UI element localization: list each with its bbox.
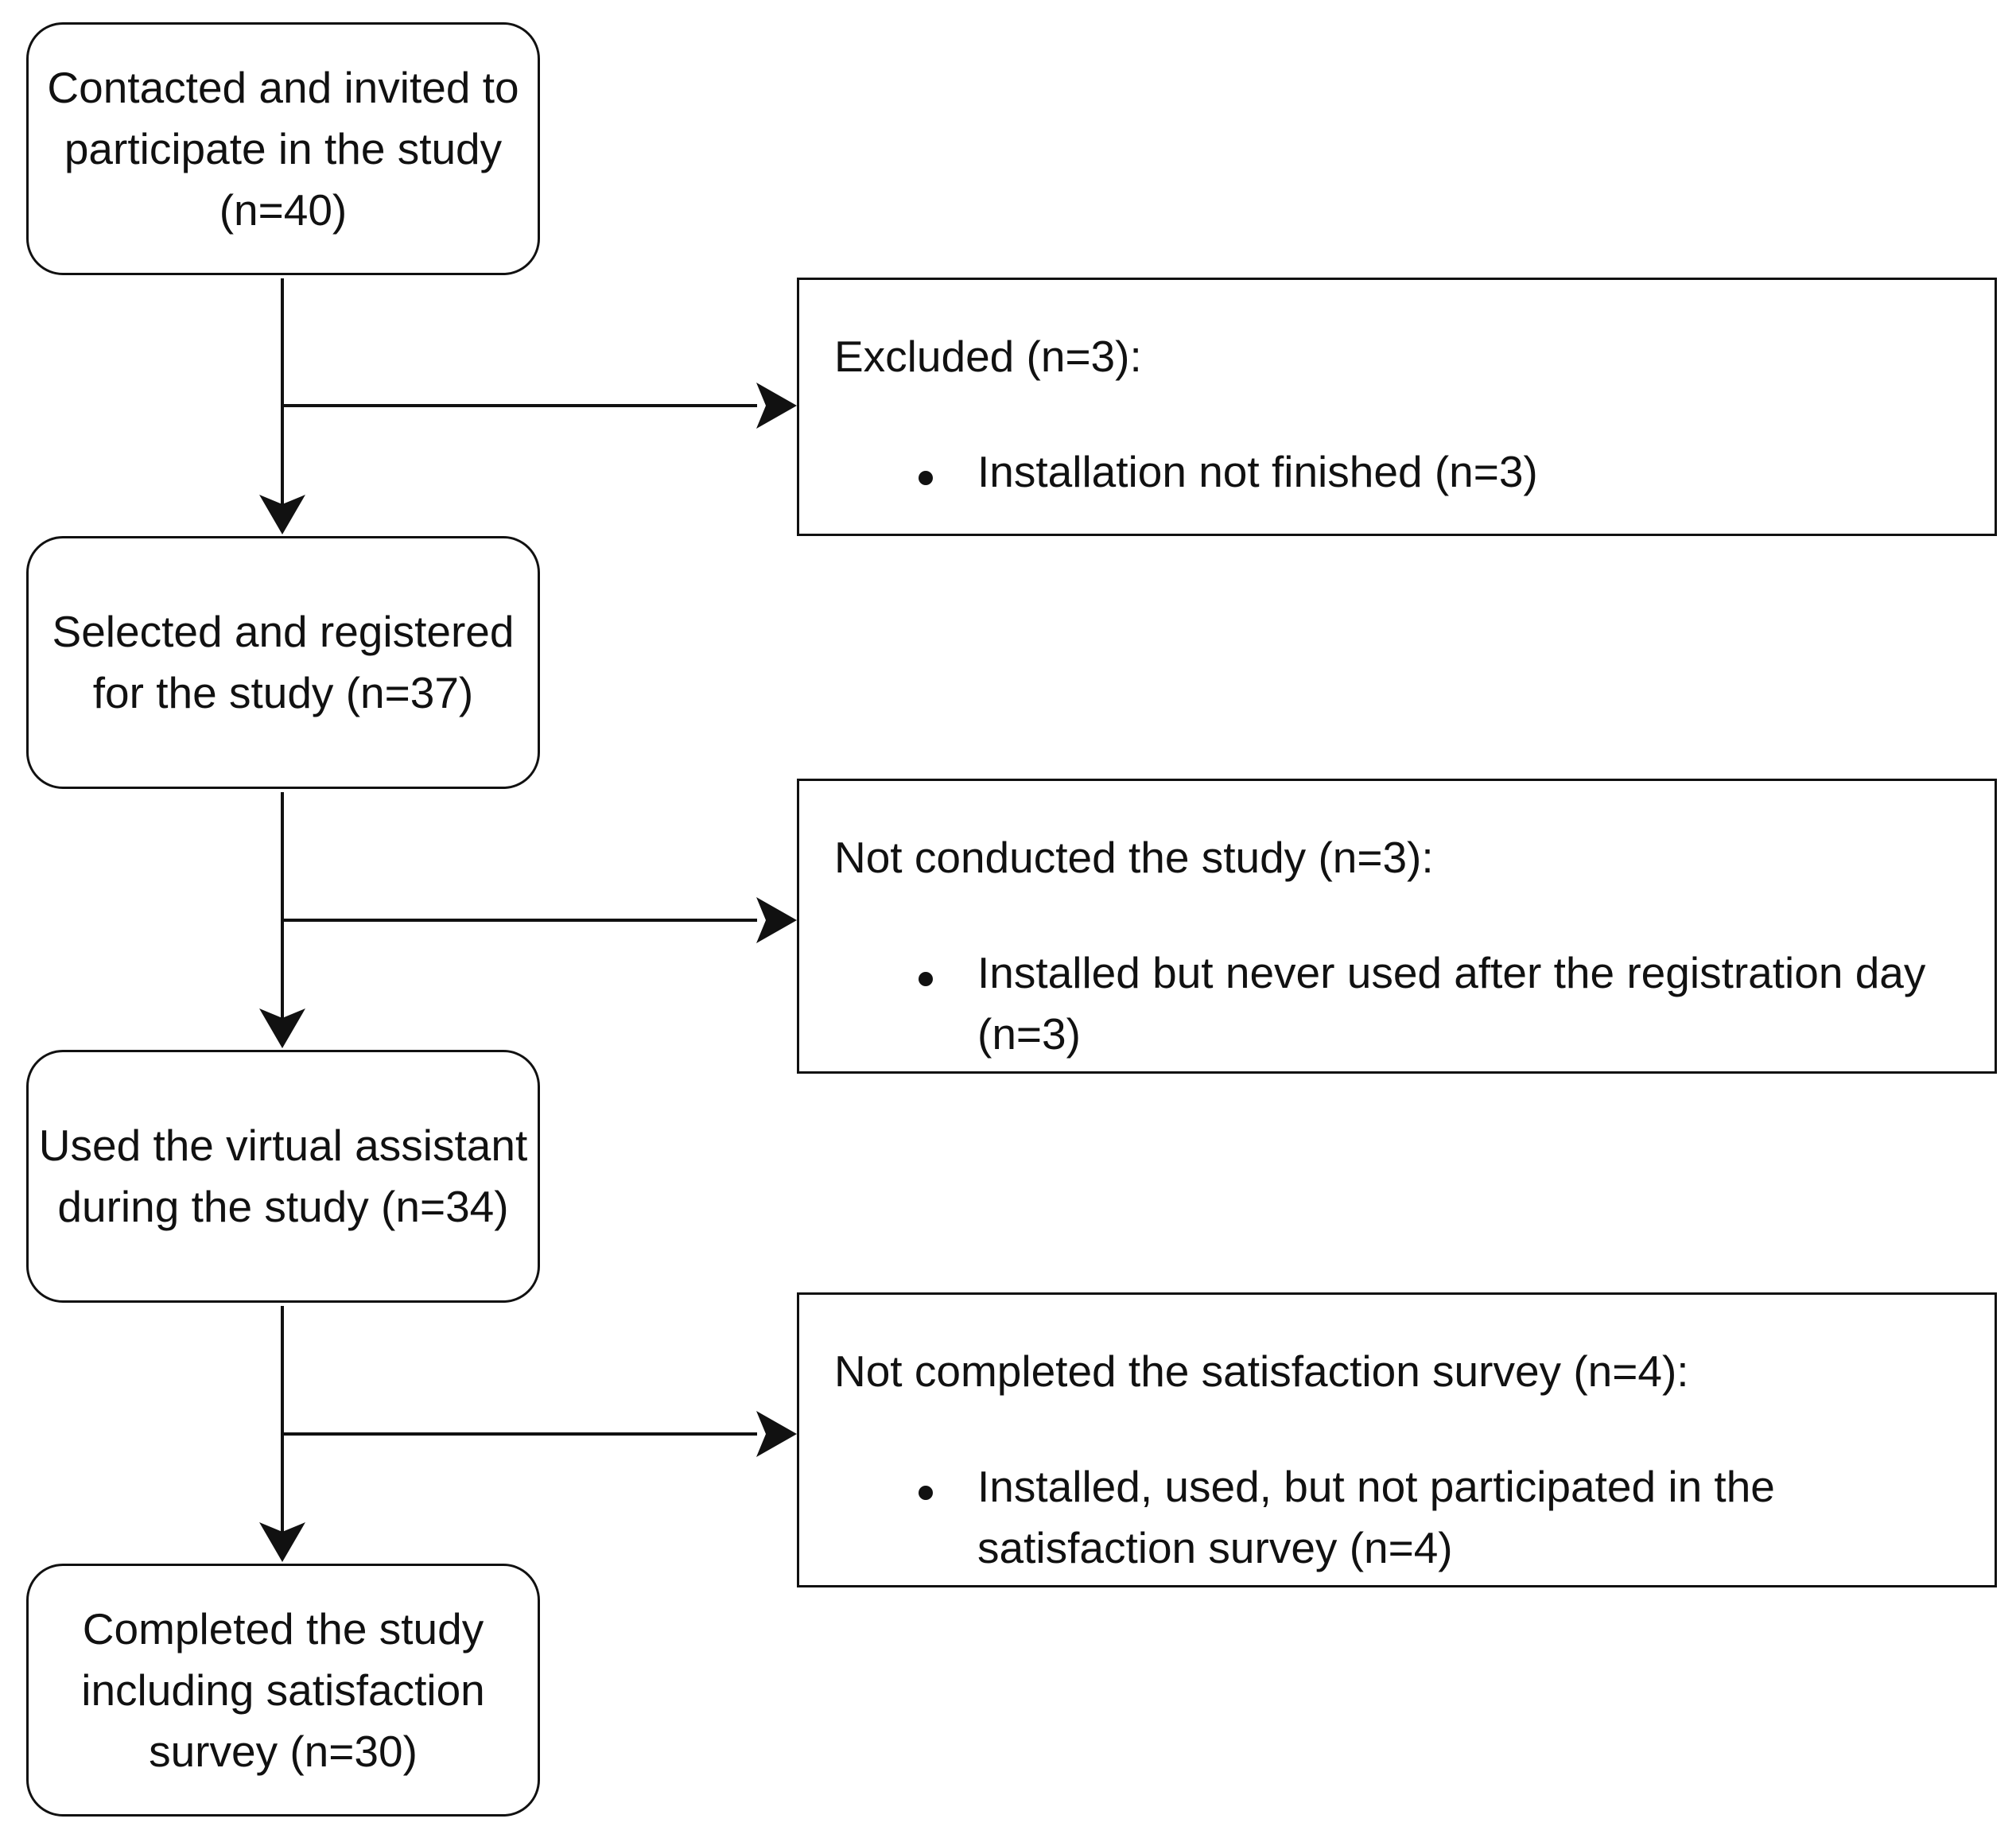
arrowhead-right-1 [756,383,797,429]
bullet-icon [919,972,933,986]
bullet-icon [919,1486,933,1500]
stage-label: Selected and registered for the study (n… [52,607,515,717]
arrowhead-down-3 [259,1522,305,1562]
stage-completed: Completed the study including satisfacti… [26,1564,540,1817]
exclusion-title: Not completed the satisfaction survey (n… [834,1346,1689,1396]
exclusion-box-excluded: Excluded (n=3): Installation not finishe… [797,278,1997,536]
stage-label: Used the virtual assistant during the st… [38,1121,528,1231]
exclusion-reason-text: Installation not finished (n=3) [977,447,1538,496]
bullet-icon [919,471,933,485]
arrowhead-right-3 [756,1411,797,1457]
stage-contacted: Contacted and invited to participate in … [26,22,540,275]
exclusion-reason-text: Installed, used, but not participated in… [977,1462,1775,1572]
exclusion-reasons: Installation not finished (n=3) [834,441,1995,503]
exclusion-reason-item: Installed, used, but not participated in… [834,1456,1995,1579]
stage-used-assistant: Used the virtual assistant during the st… [26,1050,540,1303]
stage-registered: Selected and registered for the study (n… [26,536,540,789]
arrowhead-right-2 [756,897,797,943]
stage-label: Contacted and invited to participate in … [47,62,519,235]
exclusion-reasons: Installed but never used after the regis… [834,942,1995,1065]
exclusion-reason-text: Installed but never used after the regis… [977,948,1926,1059]
exclusion-title: Not conducted the study (n=3): [834,833,1434,882]
exclusion-box-not-conducted: Not conducted the study (n=3): Installed… [797,779,1997,1074]
arrowhead-down-2 [259,1008,305,1048]
exclusion-box-not-completed: Not completed the satisfaction survey (n… [797,1292,1997,1587]
exclusion-reason-item: Installation not finished (n=3) [834,441,1995,503]
exclusion-reasons: Installed, used, but not participated in… [834,1456,1995,1579]
arrowhead-down-1 [259,495,305,534]
exclusion-reason-item: Installed but never used after the regis… [834,942,1995,1065]
exclusion-title: Excluded (n=3): [834,332,1142,381]
stage-label: Completed the study including satisfacti… [81,1603,485,1776]
